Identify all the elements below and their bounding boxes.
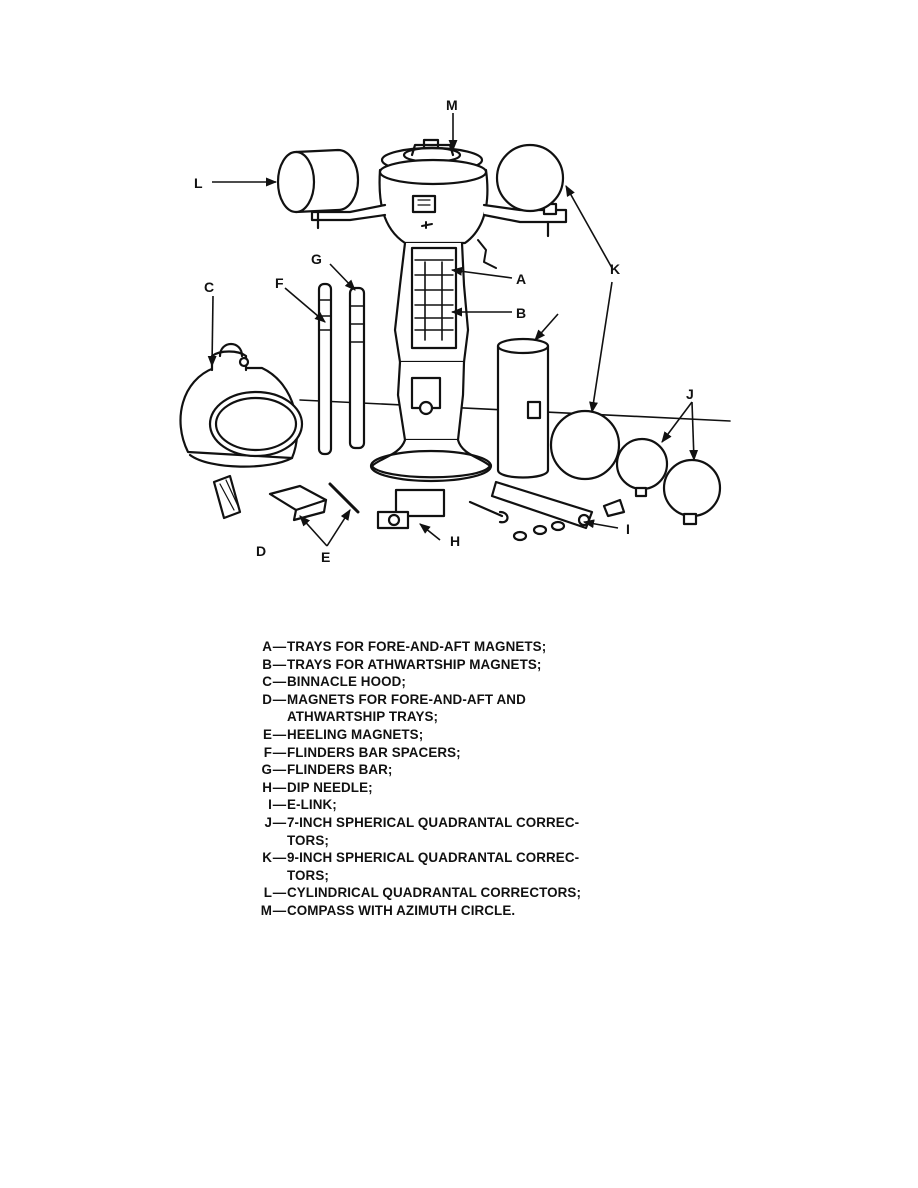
callout-e: E bbox=[321, 549, 330, 565]
legend-item: C—BINNACLE HOOD; bbox=[262, 674, 406, 690]
callout-j: J bbox=[686, 386, 694, 402]
legend-item: A—TRAYS FOR FORE-AND-AFT MAGNETS; bbox=[262, 639, 547, 654]
callout-d: D bbox=[256, 543, 266, 559]
legend-item: M—COMPASS WITH AZIMUTH CIRCLE. bbox=[260, 902, 516, 918]
legend-item: B—TRAYS FOR ATHWARTSHIP MAGNETS; bbox=[262, 656, 542, 672]
binnacle-body bbox=[310, 138, 568, 483]
e-link bbox=[468, 480, 626, 542]
flinders-bar bbox=[348, 286, 366, 450]
legend-item-continued: ATHWARTSHIP TRAYS; bbox=[287, 709, 439, 725]
callout-l: L bbox=[194, 175, 203, 191]
flinders-bar-spacers bbox=[317, 282, 333, 456]
callout-b: B bbox=[516, 305, 526, 321]
binnacle-hood bbox=[179, 342, 304, 468]
legend-item-continued: TORS; bbox=[287, 867, 329, 883]
legend-item: G—FLINDERS BAR; bbox=[261, 762, 393, 778]
legend-item: L—CYLINDRICAL QUADRANTAL CORRECTORS; bbox=[263, 885, 582, 901]
legend-item: H—DIP NEEDLE; bbox=[262, 779, 373, 795]
legend-item: K—9-INCH SPHERICAL QUADRANTAL CORREC- bbox=[262, 850, 580, 866]
callout-f: F bbox=[275, 275, 284, 291]
legend-item: E—HEELING MAGNETS; bbox=[262, 726, 424, 742]
heeling-magnets bbox=[268, 482, 360, 522]
legend-item: D—MAGNETS FOR FORE-AND-AFT AND bbox=[262, 691, 526, 707]
legend-item: F—FLINDERS BAR SPACERS; bbox=[263, 744, 461, 760]
legend-item-continued: TORS; bbox=[287, 832, 329, 848]
legend-item: J—7-INCH SPHERICAL QUADRANTAL CORREC- bbox=[264, 814, 580, 830]
callout-c: C bbox=[204, 279, 214, 295]
dip-needle bbox=[376, 488, 446, 530]
callout-i: I bbox=[626, 521, 630, 537]
binnacle-diagram: M L K A B C F G J I H E D bbox=[179, 97, 731, 565]
cylindrical-corrector-standing bbox=[496, 337, 550, 479]
legend-item: I—E-LINK; bbox=[268, 797, 337, 813]
sphere-corrector-7in bbox=[615, 437, 722, 526]
callout-a: A bbox=[516, 271, 526, 287]
callout-m: M bbox=[446, 97, 458, 113]
sphere-corrector-9in bbox=[549, 409, 621, 481]
callout-g: G bbox=[311, 251, 322, 267]
callout-h: H bbox=[450, 533, 460, 549]
callout-k: K bbox=[610, 261, 620, 277]
cylindrical-corrector-left bbox=[276, 148, 360, 230]
tray-magnets bbox=[212, 474, 242, 520]
parts-legend: A—TRAYS FOR FORE-AND-AFT MAGNETS; B—TRAY… bbox=[259, 638, 647, 920]
sphere-corrector-right-arm bbox=[495, 143, 565, 213]
